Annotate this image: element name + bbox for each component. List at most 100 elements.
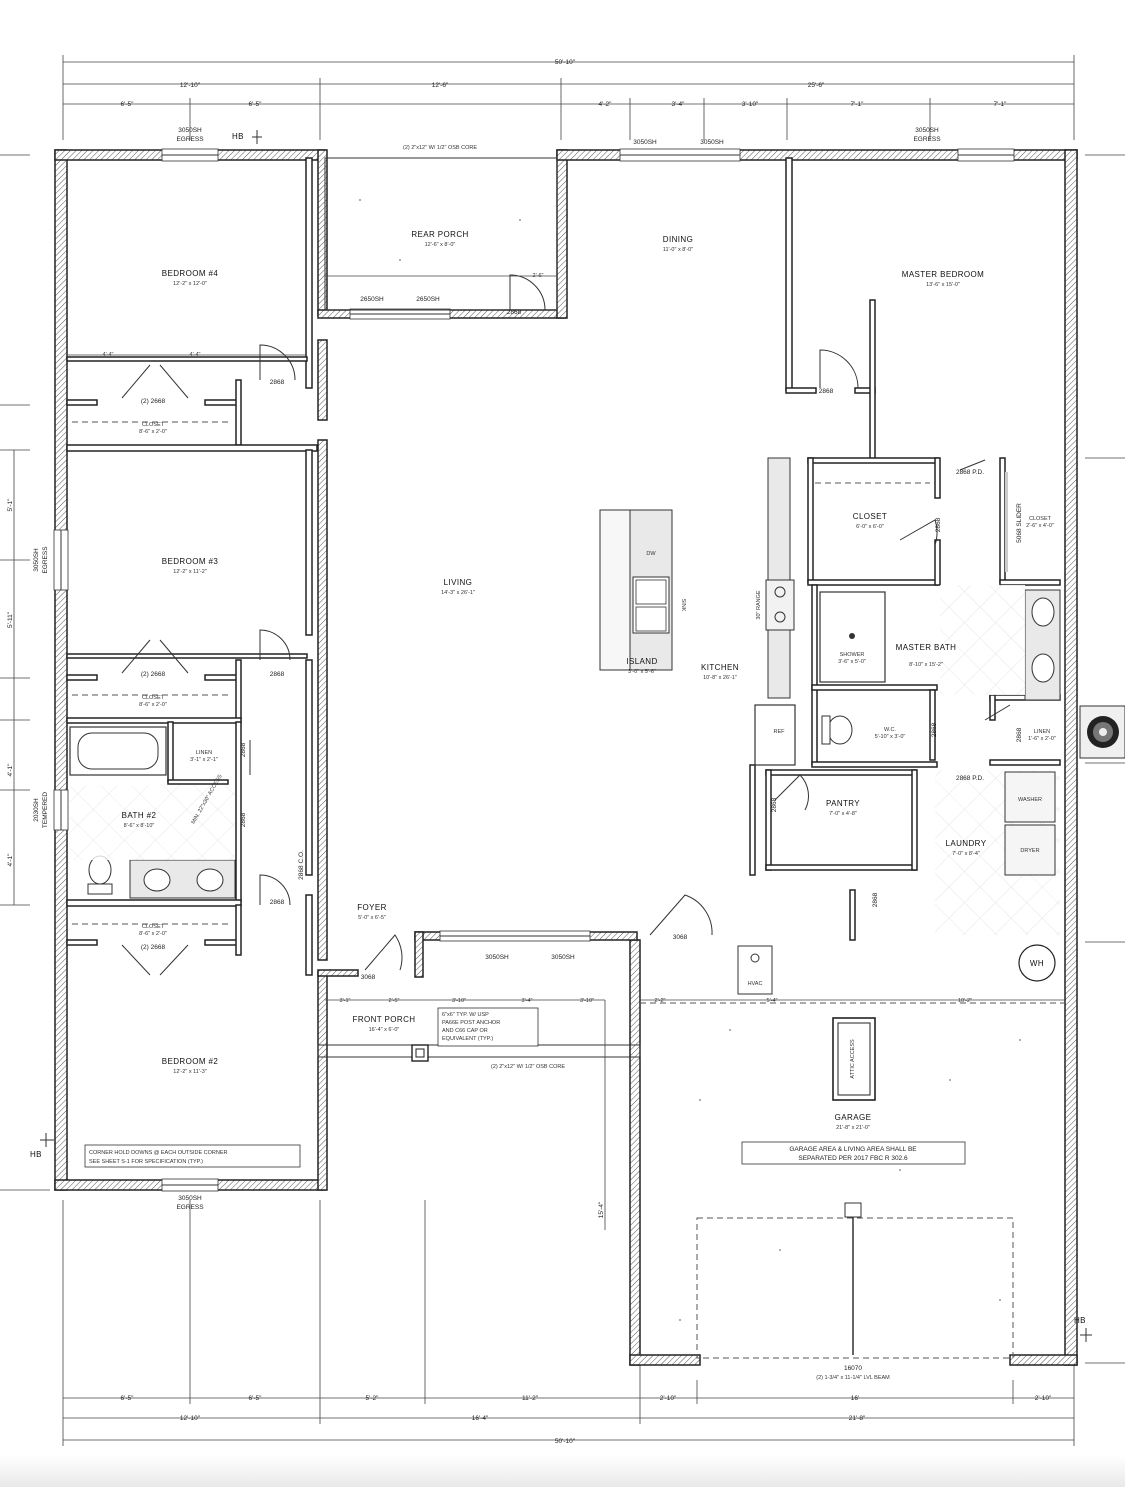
door-master: 2868 [819, 388, 834, 395]
label-hvac: HVAC [748, 981, 763, 987]
label-garage: GARAGE [835, 1113, 872, 1122]
dim-top-r2-5: 3'-10" [742, 101, 759, 108]
size-closet-b3: 8'-6" x 2'-0" [139, 702, 167, 708]
win-dining2: 3050SH [700, 139, 724, 146]
dim-overall-bottom: 50'-10" [555, 1438, 576, 1445]
size-linen-master: 1'-6" x 2'-0" [1028, 736, 1056, 742]
dim-top-3: 25'-6" [808, 82, 825, 89]
win-bath-code: 2030SH [33, 798, 40, 822]
hose-bib-icon [40, 130, 1092, 1342]
size-island: 3'-0" x 5'-6" [628, 669, 656, 675]
label-laundry: LAUNDRY [946, 839, 987, 848]
label-living: LIVING [444, 578, 473, 587]
door-br4: 2868 [270, 379, 285, 386]
label-bedroom2: BEDROOM #2 [162, 1057, 219, 1066]
dim-left-2: 5'-11" [7, 611, 14, 628]
door-closet-m: 2868 [935, 517, 942, 532]
label-master-bedroom: MASTER BEDROOM [902, 270, 985, 279]
dim-bot-r2-3: 21'-8" [849, 1415, 866, 1422]
master-bath-fixtures [819, 472, 1061, 745]
door-linen2: 2868 [240, 742, 247, 757]
label-attic: ATTIC ACCESS [850, 1039, 856, 1079]
size-closet-b4: 8'-6" x 2'-0" [139, 429, 167, 435]
label-master-bath: MASTER BATH [896, 643, 957, 652]
label-closet-master2: CLOSET [1029, 516, 1052, 522]
label-sink: SINK [680, 599, 686, 612]
dim-top-r2-4: 3'-4" [672, 101, 686, 108]
size-dining: 11'-0" x 8'-0" [663, 247, 693, 253]
note-garage-door: 16070 [844, 1365, 862, 1372]
win-porch1: 2650SH [360, 296, 384, 303]
dimensions-top: 50'-10" 12'-10" 12'-6" 25'-6" 6'-5" 6'-5… [62, 55, 1075, 140]
dim-top-r2-6: 7'-1" [851, 101, 865, 108]
dim-bot-6: 16' [851, 1395, 859, 1402]
size-master-bedroom: 13'-6" x 15'-0" [926, 282, 960, 288]
dim-bot-4: 11'-2" [522, 1395, 539, 1402]
door-wc: 2868 [931, 722, 938, 737]
note-osb-front: (2) 2"x12" W/ 1/2" OSB CORE [491, 1064, 565, 1070]
label-pantry: PANTRY [826, 799, 860, 808]
label-linen-master: LINEN [1034, 729, 1050, 735]
dim-misc-4: 2'-5" [389, 998, 400, 1004]
size-rear-porch: 12'-6" x 8'-0" [425, 242, 456, 248]
dim-left-1: 5'-1" [7, 498, 14, 512]
interior-walls [66, 157, 1061, 976]
bath2-fixtures [69, 726, 236, 899]
note-post-2: PA66E POST ANCHOR [442, 1020, 500, 1026]
door-garage: 3068 [673, 934, 688, 941]
door-porch: 2868 [507, 309, 522, 316]
note-post-4: EQUIVALENT (TYP.) [442, 1036, 493, 1042]
label-closet-master: CLOSET [853, 512, 887, 521]
dim-bot-1: 6'-5" [121, 1395, 135, 1402]
size-linen2: 3'-1" x 2'-1" [190, 757, 218, 763]
dim-top-1: 12'-10" [180, 82, 201, 89]
dim-garage-depth: 15'-4" [598, 1201, 605, 1218]
door-pantry: 2868 [771, 797, 778, 812]
door-laundry: 2868 [872, 892, 879, 907]
win-foyer1: 3050SH [485, 954, 509, 961]
dimensions-bottom: 6'-5" 6'-5" 5'-2" 11'-2" 2'-10" 16' 2'-1… [62, 1200, 1075, 1446]
win-master-code: 3050SH [915, 127, 939, 134]
dim-misc-2: 2'-2" [655, 998, 666, 1004]
door-pd-bottom: 2868 P.D. [956, 775, 984, 782]
dim-bot-5: 2'-10" [660, 1395, 677, 1402]
label-island: ISLAND [626, 657, 657, 666]
size-master-bath: 8'-10" x 15'-2" [909, 662, 943, 668]
dim-misc-0: 5'-4" [767, 998, 778, 1004]
size-pantry: 7'-0" x 4'-8" [829, 811, 857, 817]
win-porch2: 2650SH [416, 296, 440, 303]
label-washer: WASHER [1018, 797, 1042, 803]
dim-left-3: 4'-1" [7, 763, 14, 777]
size-wc: 5'-10" x 3'-0" [875, 734, 906, 740]
size-living: 14'-3" x 26'-1" [441, 590, 475, 596]
label-front-porch: FRONT PORCH [353, 1015, 416, 1024]
win-br4-code: 3050SH [178, 127, 202, 134]
dim-bot-r2-1: 12'-10" [180, 1415, 201, 1422]
size-foyer: 5'-0" x 6'-5" [358, 915, 386, 921]
dimensions-left: 5'-1" 5'-11" 4'-1" 4'-1" [0, 154, 30, 906]
note-lvl-beam: (2) 1-3/4" x 11-1/4" LVL BEAM [816, 1375, 890, 1381]
room-labels: BEDROOM #4 12'-2" x 12'-0" BEDROOM #3 12… [122, 230, 1056, 1131]
dim-left-4: 4'-1" [7, 853, 14, 867]
win-br2-code: 3050SH [178, 1195, 202, 1202]
door-linen-m: 2868 [1016, 727, 1023, 742]
note-post-1: 6"x6" TYP. W/ USP [442, 1012, 489, 1018]
label-range: 30" RANGE [756, 590, 762, 619]
label-wc: W.C. [884, 727, 896, 733]
kitchen-counters [599, 457, 796, 766]
dim-misc-9: 4'-4" [190, 352, 201, 358]
door-pd-top: 2868 P.D. [956, 469, 984, 476]
dim-misc-6: 3'-4" [522, 998, 533, 1004]
win-foyer2: 3050SH [551, 954, 575, 961]
label-closet-b4: CLOSET [142, 422, 165, 428]
size-bath2: 8'-6" x 8'-10" [124, 823, 155, 829]
win-br3-note: EGRESS [42, 546, 49, 574]
label-shower: SHOWER [840, 652, 865, 658]
door-br3: 2868 [270, 671, 285, 678]
door-front: 3068 [361, 974, 376, 981]
dim-top-r2-3: 4'-2" [599, 101, 613, 108]
door-swings [121, 274, 1011, 976]
label-closet-b3: CLOSET [142, 695, 165, 701]
door-br2: 2868 [270, 899, 285, 906]
